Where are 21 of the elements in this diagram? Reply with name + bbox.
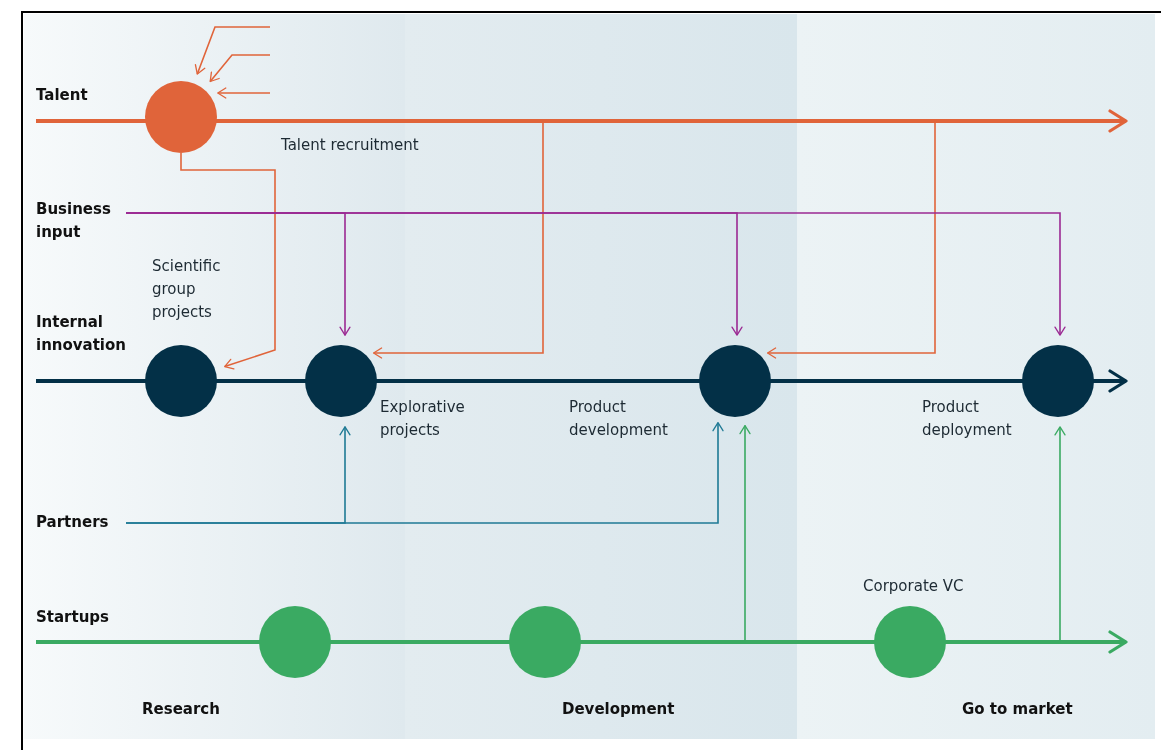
- arrow: [180, 152, 276, 370]
- phase-label: Research: [142, 699, 221, 720]
- row-label: Internal innovation: [36, 312, 127, 356]
- arrow: [209, 54, 271, 83]
- stage-caption: Corporate VC: [863, 576, 965, 597]
- arrow: [217, 87, 271, 99]
- arrow: [945, 426, 1066, 643]
- row-label: Partners: [36, 511, 126, 534]
- stage-caption: Explorative projects: [380, 397, 466, 441]
- row-label: Business input: [36, 198, 126, 244]
- arrow: [125, 421, 724, 524]
- phase-label: Development: [562, 699, 676, 720]
- stage-caption: Scientific group projects: [152, 256, 222, 323]
- row-label: Talent: [36, 85, 89, 106]
- row-label: Startups: [36, 607, 110, 628]
- stage-caption: Product deployment: [922, 397, 1013, 441]
- line-label: Talent recruitment: [281, 135, 420, 156]
- arrow: [125, 212, 1066, 336]
- arrow: [194, 26, 271, 75]
- stage-caption: Product development: [569, 397, 669, 441]
- phase-label: Go to market: [962, 699, 1074, 720]
